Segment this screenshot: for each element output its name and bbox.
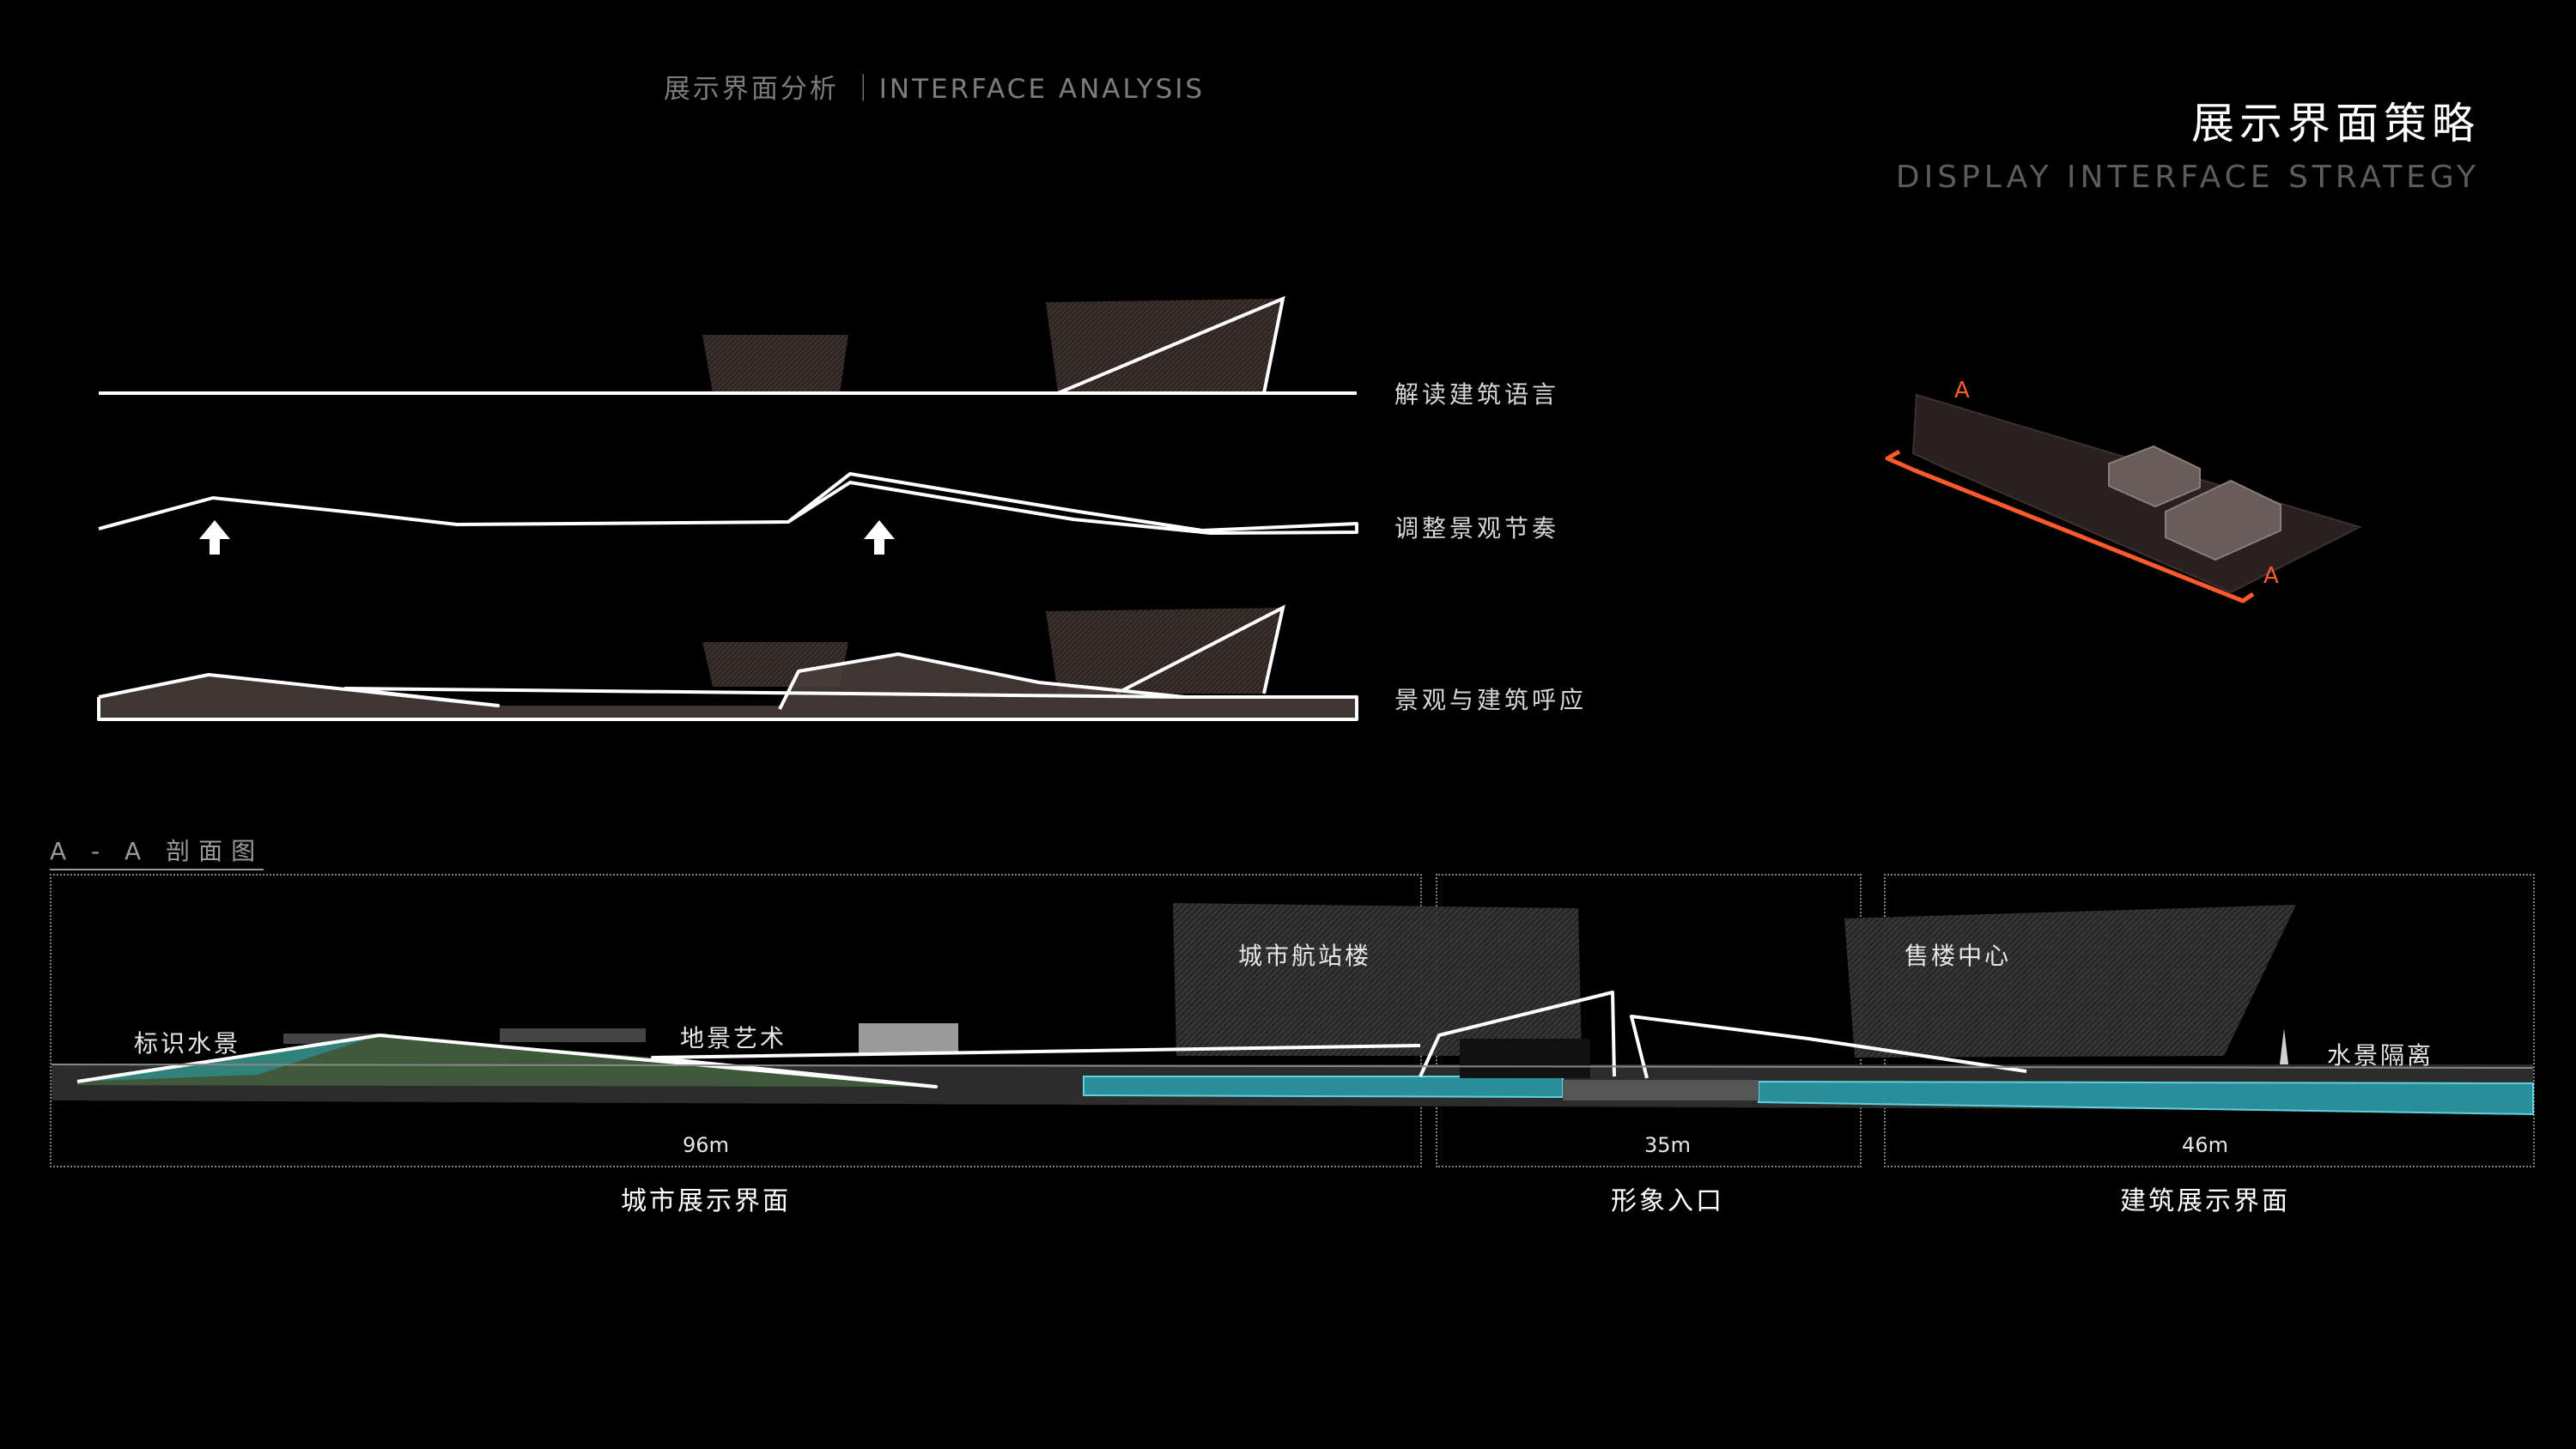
step-label-2: 调整景观节奏 [1394,514,1560,543]
building-block [2165,479,2281,561]
section-marker-start: A [1954,378,1970,403]
label-land-art: 地景艺术 [680,1024,787,1052]
spire [2279,1028,2289,1071]
lawn-landscape [77,1035,936,1087]
step-label-1: 解读建筑语言 [1394,380,1560,409]
building-small [702,335,848,393]
step-label-3: 景观与建筑呼应 [1394,686,1588,714]
page-title: 展示界面策略 [2191,99,2480,149]
entrance-gate [1460,1039,1590,1078]
landscape-mass [99,654,1357,719]
sales-center-building [1844,905,2296,1058]
zone-name-building: 建筑展示界面 [2120,1186,2290,1216]
diagram-landscape-architecture [97,604,1358,721]
diagram-landscape-rhythm [98,472,1358,555]
landscape-outline [76,1034,1421,1088]
zone-distance-city: 96m [683,1133,729,1157]
small-building [859,1023,958,1054]
section-marker-end: A [2263,563,2279,589]
up-arrow-icon [199,520,230,555]
section-cut-line [1885,449,2255,603]
building-large-bg [1046,608,1283,694]
zone-name-city: 城市展示界面 [621,1186,791,1216]
water-channel-2 [1758,1080,2534,1116]
label-sales-center: 售楼中心 [1905,942,2012,970]
zone-name-entrance: 形象入口 [1611,1186,1724,1216]
building-outline [1115,604,1285,695]
section-title: A - A 剖面图 [50,833,264,870]
entrance-canopy-left [1419,991,1616,1077]
zone-distance-entrance: 35m [1644,1133,1691,1157]
water-channel-1 [1083,1076,1564,1099]
terminal-building [1173,903,1582,1056]
page-subtitle: DISPLAY INTERFACE STRATEGY [1895,160,2480,195]
small-building [500,1028,646,1042]
landscape-outline [778,652,1186,710]
page-header: 展示界面分析 ｜INTERFACE ANALYSIS [663,74,1206,105]
zone-distance-building: 46m [2182,1133,2228,1157]
building-block [2108,445,2201,508]
label-sign-water: 标识水景 [134,1029,241,1058]
entrance-canopy-right [1630,1015,2027,1079]
label-water-barrier: 水景隔离 [2327,1041,2434,1070]
ground-line [51,1064,2534,1069]
up-arrow-icon [864,520,895,555]
diagram-architecture-language [99,295,1357,395]
building-outline [1057,295,1285,395]
label-terminal: 城市航站楼 [1238,942,1372,970]
landscape-profile [98,472,1358,535]
entrance-steps [1563,1080,1759,1100]
